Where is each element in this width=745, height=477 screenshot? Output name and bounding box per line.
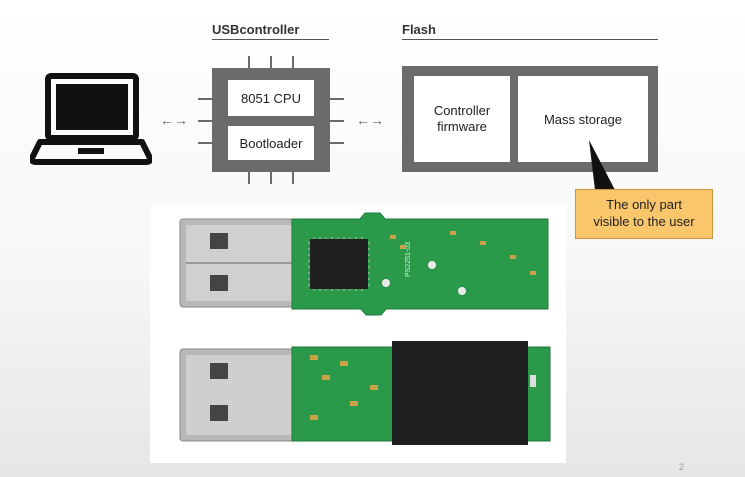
callout-box: The only part visible to the user [575, 189, 713, 239]
flash-memory-chip [392, 341, 528, 445]
chip-pin [292, 172, 294, 184]
double-arrow-icon: ←→ [356, 112, 384, 128]
firmware-label-line1: Controller [433, 102, 491, 118]
firmware-label-line2: firmware [437, 119, 487, 134]
double-arrow-icon: ←→ [160, 112, 188, 128]
chip-pin [330, 120, 344, 122]
chip-marking: PS2251-03 [405, 242, 412, 277]
flash-heading: Flash [402, 22, 658, 40]
chip-pin [198, 142, 212, 144]
controller-chip [310, 239, 368, 289]
chip-pin [198, 120, 212, 122]
flash-block: Controller firmware Mass storage [402, 66, 658, 172]
cpu-label: 8051 CPU [241, 90, 301, 106]
chip-pin [248, 56, 250, 68]
chip-pin [330, 98, 344, 100]
mass-storage-box: Mass storage [518, 76, 648, 162]
usb-stick-photo: PS2251-03 [150, 205, 566, 463]
chip-pin [270, 56, 272, 68]
bootloader-label: Bootloader [239, 135, 303, 151]
chip-pin [248, 172, 250, 184]
chip-pin [330, 142, 344, 144]
laptop-icon [28, 72, 154, 168]
bootloader-box: Bootloader [228, 126, 314, 160]
chip-pin [270, 172, 272, 184]
callout-line2: visible to the user [593, 214, 695, 229]
chip-pin [198, 98, 212, 100]
callout-line1: The only part [606, 197, 682, 213]
callout-pointer [589, 140, 615, 190]
chip-pin [292, 56, 294, 68]
controller-firmware-box: Controller firmware [414, 76, 510, 162]
usb-controller-heading: USBcontroller [212, 22, 329, 40]
page-number: 2 [679, 462, 685, 472]
usb-controller-block: 8051 CPU Bootloader [212, 68, 330, 172]
mass-storage-label: Mass storage [543, 112, 623, 127]
cpu-box: 8051 CPU [228, 80, 314, 116]
